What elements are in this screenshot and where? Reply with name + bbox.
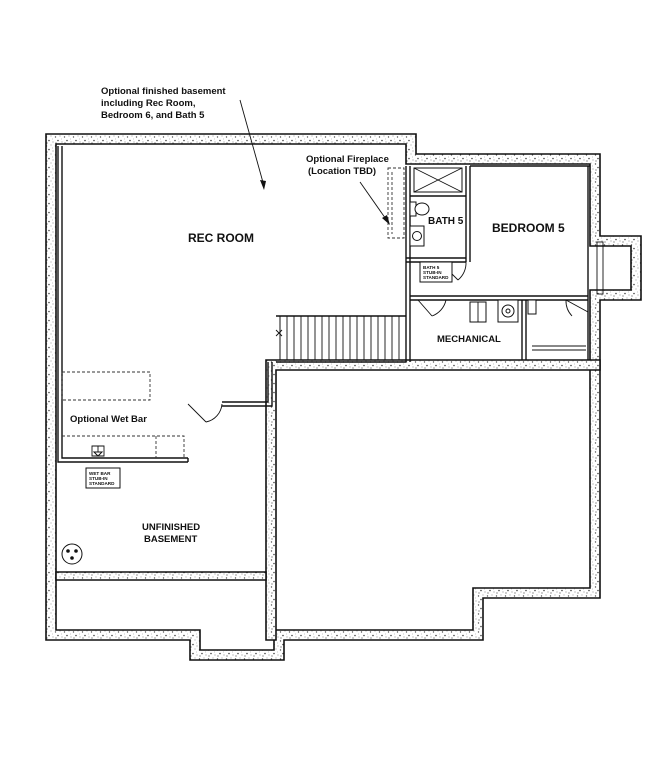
wetbar-stub-line2: STUB-IN bbox=[89, 476, 108, 481]
mechanical-walls bbox=[410, 295, 527, 360]
rec-room-door bbox=[187, 403, 223, 423]
mechanical-door bbox=[417, 299, 447, 317]
furnace bbox=[469, 301, 487, 323]
callout-line3: Bedroom 6, and Bath 5 bbox=[101, 110, 205, 121]
bath-walls bbox=[410, 166, 471, 262]
callout-arrow bbox=[239, 99, 266, 190]
stairs bbox=[275, 315, 407, 361]
wet-bar-outline bbox=[61, 371, 185, 458]
lower-slab-wall bbox=[55, 571, 267, 581]
callout-line1: Optional finished basement bbox=[101, 86, 226, 97]
fireplace-line1: Optional Fireplace bbox=[306, 154, 389, 165]
bath-stub-line2: STUB-IN bbox=[423, 270, 442, 275]
fireplace-line2: (Location TBD) bbox=[308, 166, 376, 177]
floor-drain bbox=[91, 445, 105, 457]
bath-stub-line3: STANDARD bbox=[423, 275, 449, 280]
shower bbox=[413, 167, 463, 193]
mechanical-label: MECHANICAL bbox=[437, 334, 501, 345]
toilet bbox=[409, 201, 430, 217]
garage-wall bbox=[265, 359, 601, 641]
wet-bar-label: Optional Wet Bar bbox=[70, 414, 147, 425]
bath-stub-line1: BATH 5 bbox=[423, 265, 440, 270]
bedroom-label: BEDROOM 5 bbox=[492, 221, 565, 235]
bath-label: BATH 5 bbox=[428, 216, 464, 227]
bedroom-door bbox=[565, 299, 589, 317]
sump-pit bbox=[61, 543, 83, 565]
unfinished-line2: BASEMENT bbox=[144, 534, 198, 545]
rec-room-walls bbox=[57, 146, 466, 463]
foundation-wall bbox=[45, 133, 642, 661]
rec-room-label: REC ROOM bbox=[188, 231, 254, 245]
wetbar-stub-tag: WET BAR STUB-IN STANDARD bbox=[85, 467, 121, 489]
wetbar-stub-line1: WET BAR bbox=[89, 471, 111, 476]
fireplace-outline bbox=[387, 167, 405, 239]
water-heater bbox=[497, 299, 519, 323]
wetbar-stub-line3: STANDARD bbox=[89, 481, 115, 486]
unfinished-line1: UNFINISHED bbox=[142, 522, 200, 533]
bedroom-walls bbox=[466, 165, 590, 360]
bath-stub-tag: BATH 5 STUB-IN STANDARD bbox=[419, 261, 453, 283]
closet bbox=[527, 299, 586, 351]
wall-notch bbox=[596, 241, 604, 295]
fireplace-arrow bbox=[359, 181, 390, 225]
sink bbox=[409, 225, 425, 247]
callout-line2: including Rec Room, bbox=[101, 98, 195, 109]
